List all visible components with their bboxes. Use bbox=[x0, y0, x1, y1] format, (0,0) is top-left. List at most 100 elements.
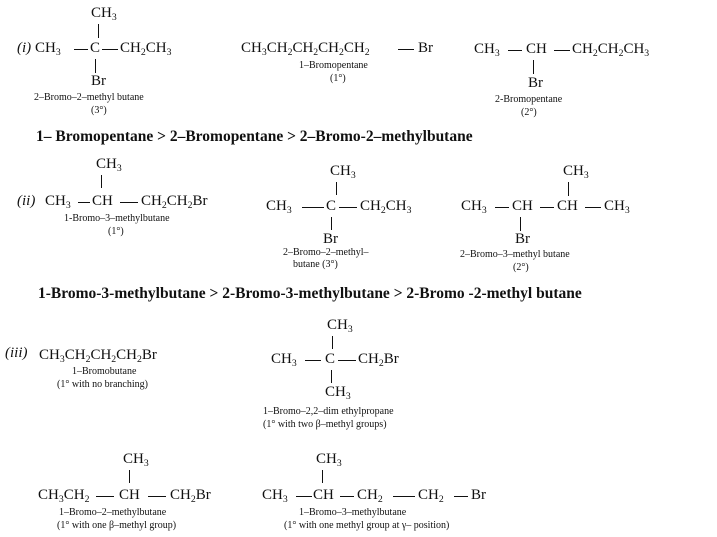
i-b-degree: (1°) bbox=[330, 73, 346, 84]
iii-d-bond-2 bbox=[393, 496, 415, 497]
i-a-center-atom: C bbox=[90, 40, 101, 56]
ii-b-right-group: CH2CH3 bbox=[360, 198, 412, 216]
iii-d-top-group: CH3 bbox=[316, 451, 342, 469]
iii-b-right-group: CH2Br bbox=[358, 351, 399, 369]
iii-d-chain-2: CH2 bbox=[418, 487, 444, 505]
i-a-degree: (3°) bbox=[91, 105, 107, 116]
iii-c-name: 1–Bromo–2–methylbutane bbox=[59, 507, 167, 518]
i-a-top-group: CH3 bbox=[91, 5, 117, 23]
iii-b-left-group: CH3 bbox=[271, 351, 297, 369]
ii-b-bond-left bbox=[302, 207, 324, 208]
i-c-right-group: CH2CH2CH3 bbox=[572, 41, 650, 59]
part-iii-label: (iii) bbox=[5, 345, 28, 361]
iii-d-bond-3 bbox=[454, 496, 468, 497]
iii-a-name: 1–Bromobutane bbox=[72, 366, 137, 377]
iii-b-bond-down bbox=[331, 370, 332, 383]
ii-a-left-group: CH3 bbox=[45, 193, 71, 211]
i-a-name: 2–Bromo–2–methyl butane bbox=[34, 92, 144, 103]
ii-a-center-atom: CH bbox=[92, 193, 113, 209]
i-b-chain: CH3CH2CH2CH2CH2 bbox=[241, 40, 370, 58]
ii-b-center-atom: C bbox=[326, 198, 337, 214]
ii-c-bromine: Br bbox=[515, 231, 530, 247]
iii-c-bond-left bbox=[96, 496, 114, 497]
i-c-bond-left bbox=[508, 50, 522, 51]
iii-c-bond-right bbox=[148, 496, 166, 497]
iii-a-formula: CH3CH2CH2CH2Br bbox=[39, 347, 157, 365]
part-ii-label: (ii) bbox=[17, 193, 36, 209]
ii-c-top-group: CH3 bbox=[563, 163, 589, 181]
ii-b-bond-down bbox=[331, 217, 332, 230]
ii-b-bond-up bbox=[336, 182, 337, 195]
ii-b-left-group: CH3 bbox=[266, 198, 292, 216]
ii-c-name: 2–Bromo–3–methyl butane bbox=[460, 249, 570, 260]
iii-d-bond-left bbox=[296, 496, 312, 497]
ii-c-right-group: CH3 bbox=[604, 198, 630, 216]
iii-c-center-atom: CH bbox=[119, 487, 140, 503]
part-i-label: (i) bbox=[17, 40, 32, 56]
iii-c-right-group: CH2Br bbox=[170, 487, 211, 505]
ii-c-degree: (2°) bbox=[513, 262, 529, 273]
ii-b-top-group: CH3 bbox=[330, 163, 356, 181]
iii-b-bond-left bbox=[305, 360, 321, 361]
iii-d-center-atom: CH bbox=[313, 487, 334, 503]
iii-d-note: (1° with one methyl group at γ– position… bbox=[284, 520, 450, 531]
i-a-bond-up bbox=[98, 24, 99, 38]
ii-c-center-atom-1: CH bbox=[512, 198, 533, 214]
iii-b-top-group: CH3 bbox=[327, 317, 353, 335]
i-c-left-group: CH3 bbox=[474, 41, 500, 59]
iii-b-note: (1° with two β–methyl groups) bbox=[263, 419, 387, 430]
ii-c-bond-up bbox=[568, 182, 569, 196]
iii-b-name: 1–Bromo–2,2–dim ethylpropane bbox=[263, 406, 394, 417]
iii-d-chain-1: CH2 bbox=[357, 487, 383, 505]
ii-a-name: 1-Bromo–3–methylbutane bbox=[64, 213, 170, 224]
ii-c-bond-left bbox=[495, 207, 509, 208]
iii-c-left-group: CH3CH2 bbox=[38, 487, 90, 505]
ii-a-right-group: CH2CH2Br bbox=[141, 193, 208, 211]
iii-d-bromine: Br bbox=[471, 487, 486, 503]
i-b-name: 1–Bromopentane bbox=[299, 60, 368, 71]
iii-c-note: (1° with one β–methyl group) bbox=[57, 520, 177, 531]
i-a-bond-down bbox=[95, 59, 96, 73]
i-b-bromine: Br bbox=[418, 40, 433, 56]
iii-b-bottom-group: CH3 bbox=[325, 384, 351, 402]
ii-b-bond-right bbox=[339, 207, 357, 208]
ii-order-statement: 1-Bromo-3-methylbutane > 2-Bromo-3-methy… bbox=[38, 285, 582, 302]
ii-b-name-line2: butane (3°) bbox=[293, 259, 338, 270]
i-a-right-group: CH2CH3 bbox=[120, 40, 172, 58]
ii-c-bond-middle bbox=[540, 207, 554, 208]
i-a-bond-left bbox=[74, 49, 88, 50]
iii-d-name: 1–Bromo–3–methylbutane bbox=[299, 507, 407, 518]
ii-c-bond-down bbox=[520, 217, 521, 231]
iii-b-center-atom: C bbox=[325, 351, 336, 367]
ii-a-bond-up bbox=[101, 175, 102, 188]
iii-b-bond-up bbox=[332, 336, 333, 349]
ii-c-bond-right bbox=[585, 207, 601, 208]
i-c-bromine: Br bbox=[528, 75, 543, 91]
i-order-statement: 1– Bromopentane > 2–Bromopentane > 2–Bro… bbox=[36, 128, 473, 145]
ii-b-name-line1: 2–Bromo–2–methyl– bbox=[283, 247, 369, 258]
i-a-left-group: CH3 bbox=[35, 40, 61, 58]
ii-b-bromine: Br bbox=[323, 231, 338, 247]
i-a-bromine: Br bbox=[91, 73, 106, 89]
iii-d-bond-up bbox=[322, 470, 323, 483]
i-c-bond-right bbox=[554, 50, 570, 51]
ii-a-degree: (1°) bbox=[108, 226, 124, 237]
i-a-bond-right bbox=[102, 49, 118, 50]
i-b-bond bbox=[398, 49, 414, 50]
i-c-bond-down bbox=[533, 60, 534, 74]
i-c-center-atom: CH bbox=[526, 41, 547, 57]
iii-d-left-group: CH3 bbox=[262, 487, 288, 505]
ii-a-bond-left bbox=[78, 202, 90, 203]
iii-a-note: (1° with no branching) bbox=[57, 379, 148, 390]
ii-a-top-group: CH3 bbox=[96, 156, 122, 174]
iii-d-bond-1 bbox=[340, 496, 354, 497]
i-c-degree: (2°) bbox=[521, 107, 537, 118]
ii-c-center-atom-2: CH bbox=[557, 198, 578, 214]
ii-a-bond-right bbox=[120, 202, 138, 203]
iii-c-top-group: CH3 bbox=[123, 451, 149, 469]
iii-b-bond-right bbox=[338, 360, 356, 361]
i-c-name: 2-Bromopentane bbox=[495, 94, 563, 105]
iii-c-bond-up bbox=[129, 470, 130, 483]
ii-c-left-group: CH3 bbox=[461, 198, 487, 216]
